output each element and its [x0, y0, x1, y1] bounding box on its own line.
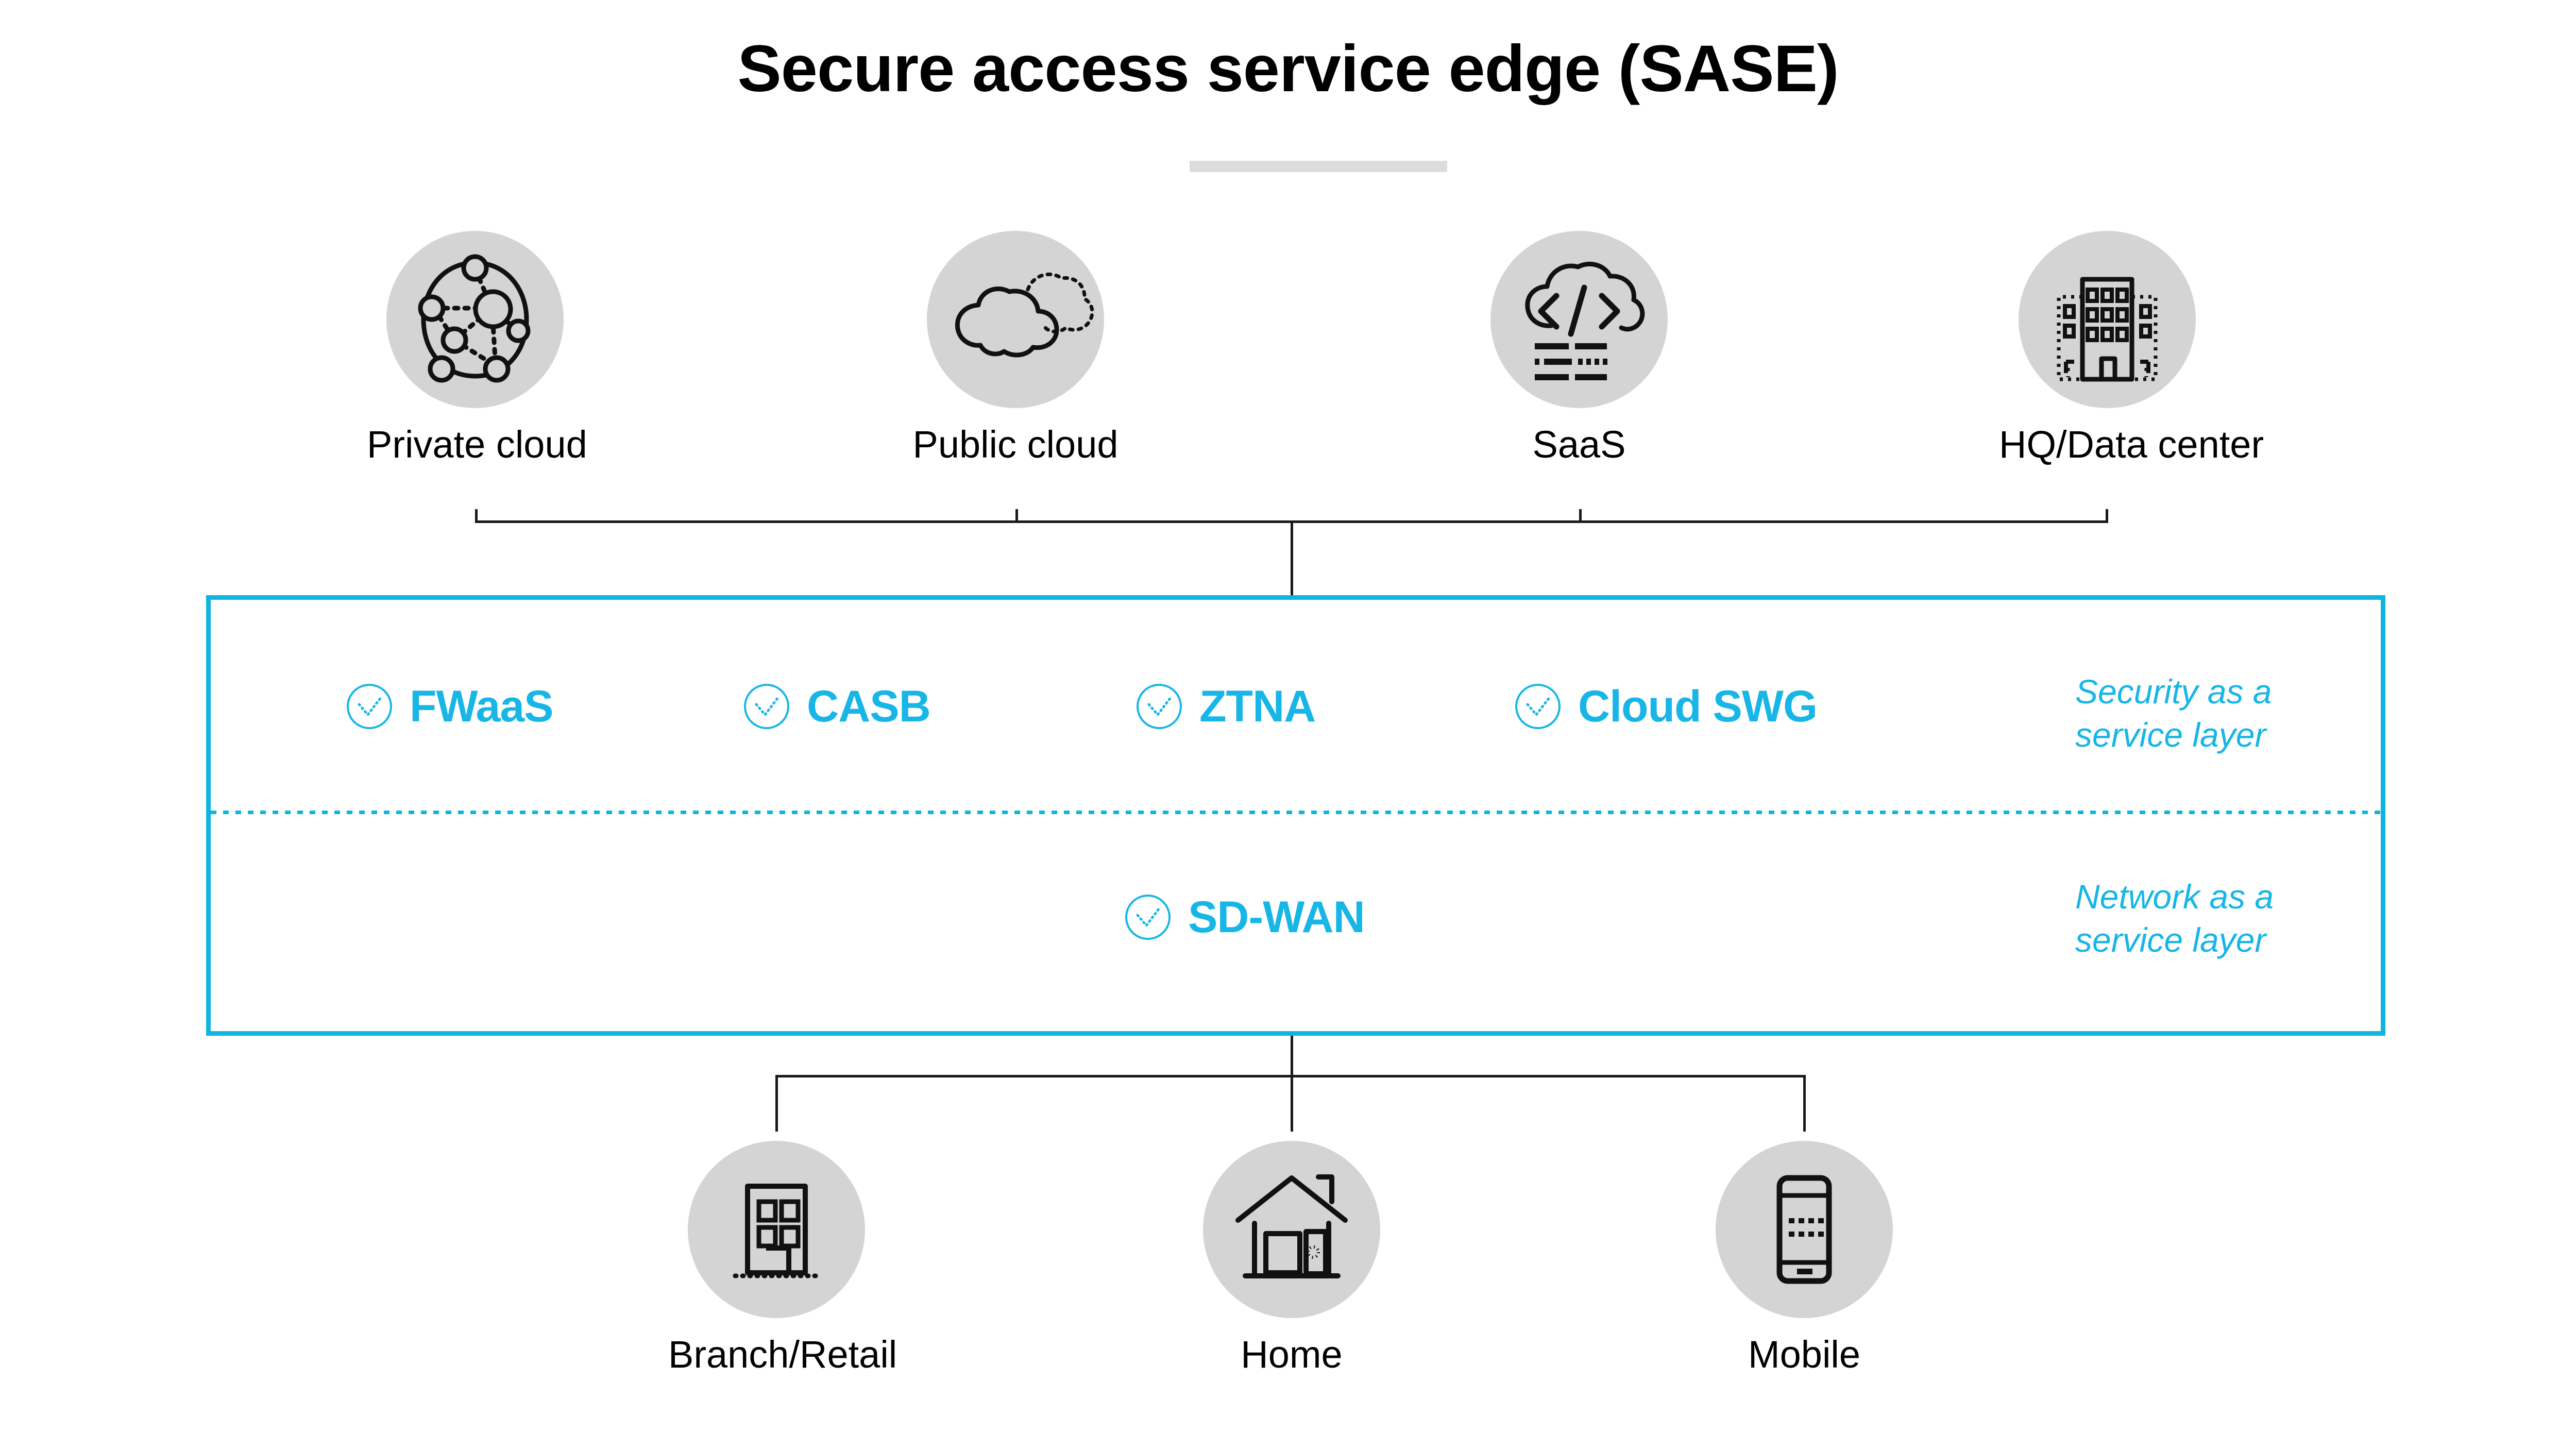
- page-title: Secure access service edge (SASE): [737, 32, 1839, 106]
- top-connector-drop-saas: [1579, 509, 1582, 523]
- service-item-cloud-swg[interactable]: Cloud SWG: [1513, 682, 1818, 731]
- node-label: Branch/Retail: [668, 1333, 897, 1376]
- cloud-code-icon: [1490, 231, 1668, 408]
- security-layer-caption-line1: Security as a: [2075, 672, 2272, 711]
- bottom-connector-drop-home: [1291, 1075, 1293, 1132]
- node-branch-retail[interactable]: Branch/Retail: [668, 1141, 897, 1376]
- node-label: Home: [1241, 1333, 1343, 1376]
- small-building-icon: [688, 1141, 865, 1318]
- service-layer-box: [206, 595, 2385, 1036]
- cloud-icon: [927, 231, 1104, 408]
- bottom-connector-drop-from-box: [1291, 1036, 1293, 1076]
- node-label: Mobile: [1748, 1333, 1860, 1376]
- office-building-icon: [2019, 231, 2196, 408]
- security-layer-caption-line2: service layer: [2075, 716, 2266, 754]
- node-label: Private cloud: [367, 423, 587, 466]
- node-mobile[interactable]: Mobile: [1696, 1141, 1912, 1374]
- node-home[interactable]: Home: [1183, 1141, 1400, 1374]
- service-item-label: Cloud SWG: [1578, 682, 1818, 731]
- network-layer-caption-line2: service layer: [2075, 921, 2266, 959]
- service-item-sd-wan[interactable]: SD-WAN: [1123, 892, 1365, 942]
- network-mesh-icon: [386, 231, 564, 408]
- node-label: SaaS: [1532, 423, 1626, 466]
- top-connector-drop-to-box: [1291, 520, 1293, 597]
- title-divider-rule: [1190, 161, 1447, 172]
- check-circle-icon: [347, 684, 392, 729]
- node-label: HQ/Data center: [1999, 423, 2264, 466]
- service-item-label: FWaaS: [410, 682, 554, 731]
- check-circle-icon: [1137, 684, 1182, 729]
- layer-divider: [211, 811, 2381, 814]
- bottom-connector-drop-mobile: [1803, 1075, 1806, 1132]
- node-hq-data-center[interactable]: HQ/Data center: [1999, 231, 2264, 466]
- node-private-cloud[interactable]: Private cloud: [367, 231, 587, 466]
- top-connector-drop-hq: [2106, 509, 2108, 523]
- node-public-cloud[interactable]: Public cloud: [907, 231, 1124, 464]
- top-connector-drop-private-cloud: [475, 509, 478, 523]
- bottom-connector-drop-branch: [775, 1075, 778, 1132]
- service-item-ztna[interactable]: ZTNA: [1134, 682, 1316, 731]
- check-circle-icon: [1515, 684, 1561, 729]
- node-saas[interactable]: SaaS: [1471, 231, 1687, 464]
- top-connector-drop-public-cloud: [1015, 509, 1018, 523]
- service-item-fwaas[interactable]: FWaaS: [345, 682, 554, 731]
- network-layer-caption: Network as a service layer: [2075, 875, 2274, 962]
- service-item-label: CASB: [807, 682, 931, 731]
- node-label: Public cloud: [912, 423, 1118, 466]
- smartphone-icon: [1716, 1141, 1893, 1318]
- service-item-label: SD-WAN: [1188, 892, 1365, 942]
- service-item-casb[interactable]: CASB: [742, 682, 931, 731]
- network-layer-caption-line1: Network as a: [2075, 878, 2274, 916]
- check-circle-icon: [744, 684, 789, 729]
- check-circle-icon: [1125, 895, 1171, 940]
- house-icon: [1203, 1141, 1380, 1318]
- security-layer-caption: Security as a service layer: [2075, 670, 2272, 757]
- service-item-label: ZTNA: [1199, 682, 1316, 731]
